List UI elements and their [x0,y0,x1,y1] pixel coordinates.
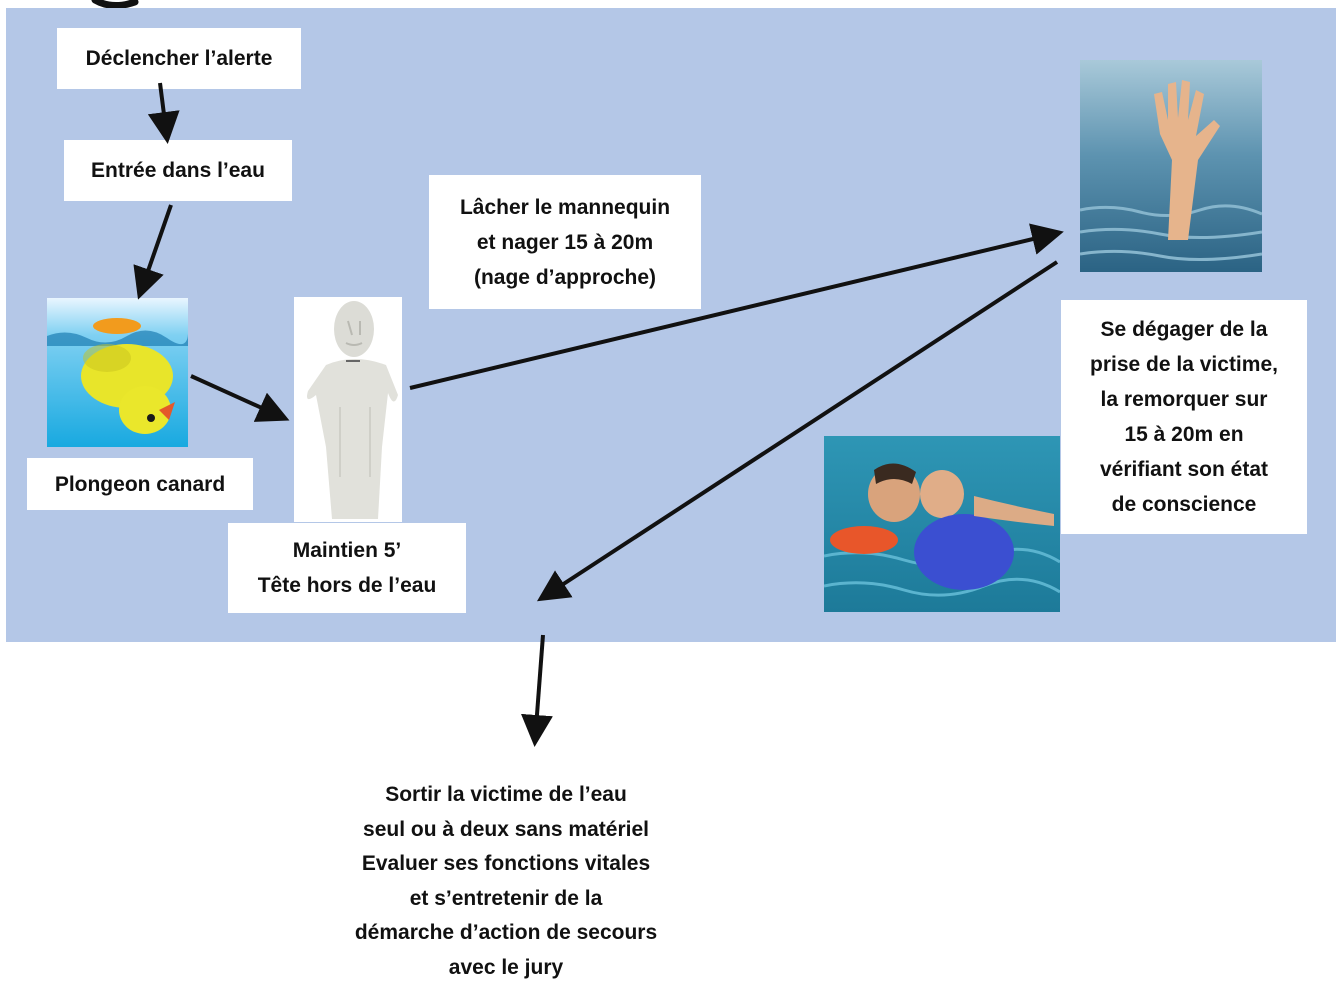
towing-victim-image [824,436,1060,612]
step-tow-line-6: de conscience [1111,493,1257,516]
drowning-hand-image [1080,60,1262,272]
step-hold: Maintien 5’ Tête hors de l’eau [228,523,466,613]
step-release-line-2: et nager 15 à 20m [476,230,654,254]
rubber-duck-image [47,298,188,447]
step-release-line-1: Lâcher le mannequin [459,195,671,219]
mannequin-image [294,297,402,522]
step-exit-line-2: seul ou à deux sans matériel [363,817,649,841]
step-tow-line-2: prise de la victime, [1090,353,1278,376]
step-tow: Se dégager de la prise de la victime, la… [1061,300,1307,534]
step-exit-line-5: démarche d’action de secours [354,921,658,945]
corner-decoration [91,0,139,9]
step-tow-line-5: vérifiant son état [1099,458,1269,481]
step-tow-line-1: Se dégager de la [1100,318,1268,341]
step-release: Lâcher le mannequin et nager 15 à 20m (n… [429,175,701,309]
arrow-exit-down [521,634,553,747]
arrow-entry-to-dive [133,204,173,300]
step-exit-line-1: Sortir la victime de l’eau [385,783,627,806]
step-entry: Entrée dans l’eau [64,140,292,201]
arrow-hold-to-hand [409,223,1064,390]
step-alert: Déclencher l’alerte [57,28,301,89]
step-tow-line-4: 15 à 20m en [1124,423,1244,446]
step-hold-line-1: Maintien 5’ [292,539,402,562]
step-dive: Plongeon canard [27,458,253,510]
arrow-dive-to-hold [190,374,290,422]
step-exit-line-4: et s’entretenir de la [409,886,603,910]
step-dive-label: Plongeon canard [54,472,226,496]
step-tow-line-3: la remorquer sur [1100,388,1268,411]
step-hold-line-2: Tête hors de l’eau [257,574,437,597]
step-release-line-3: (nage d’approche) [473,265,657,289]
step-exit: Sortir la victime de l’eau seul ou à deu… [306,778,706,986]
step-exit-line-3: Evaluer ses fonctions vitales [361,852,651,876]
step-entry-label: Entrée dans l’eau [91,159,265,182]
step-exit-line-6: avec le jury [448,955,564,979]
step-alert-label: Déclencher l’alerte [85,47,273,70]
arrow-hand-to-exit [536,260,1059,602]
arrow-alert-to-entry [147,82,180,144]
